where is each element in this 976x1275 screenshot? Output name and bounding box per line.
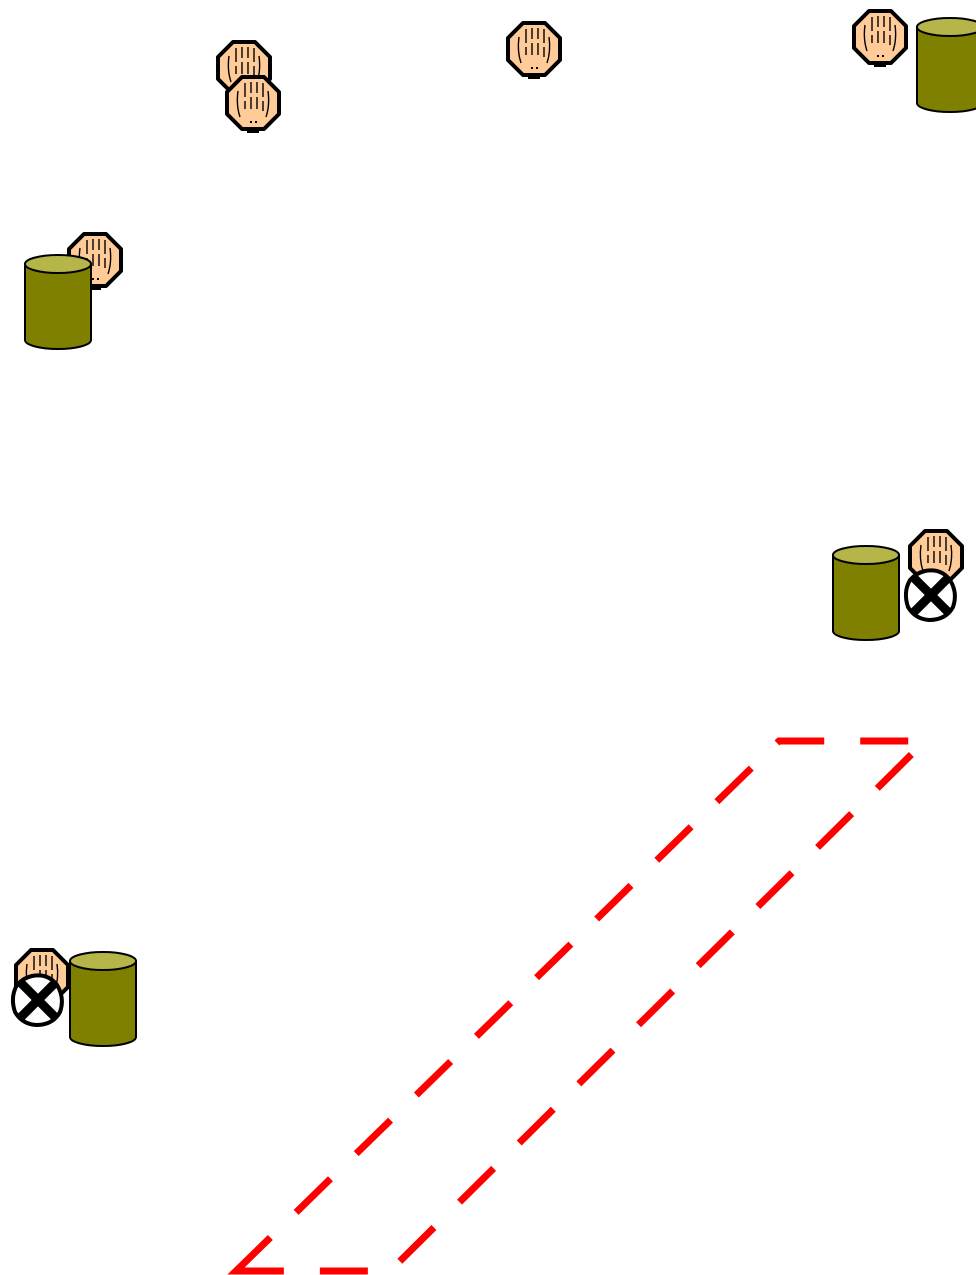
barrel-icon [70, 952, 136, 1046]
dashed-path-outline [236, 741, 925, 1271]
person-icon [227, 77, 279, 132]
x-mark-icon [13, 975, 62, 1025]
barrel-icon [25, 255, 91, 349]
x-mark-icon [906, 570, 955, 620]
person-icon [508, 23, 560, 78]
barrel-icon [833, 546, 899, 640]
person-icon [854, 11, 906, 66]
barrel-icon [917, 18, 976, 112]
